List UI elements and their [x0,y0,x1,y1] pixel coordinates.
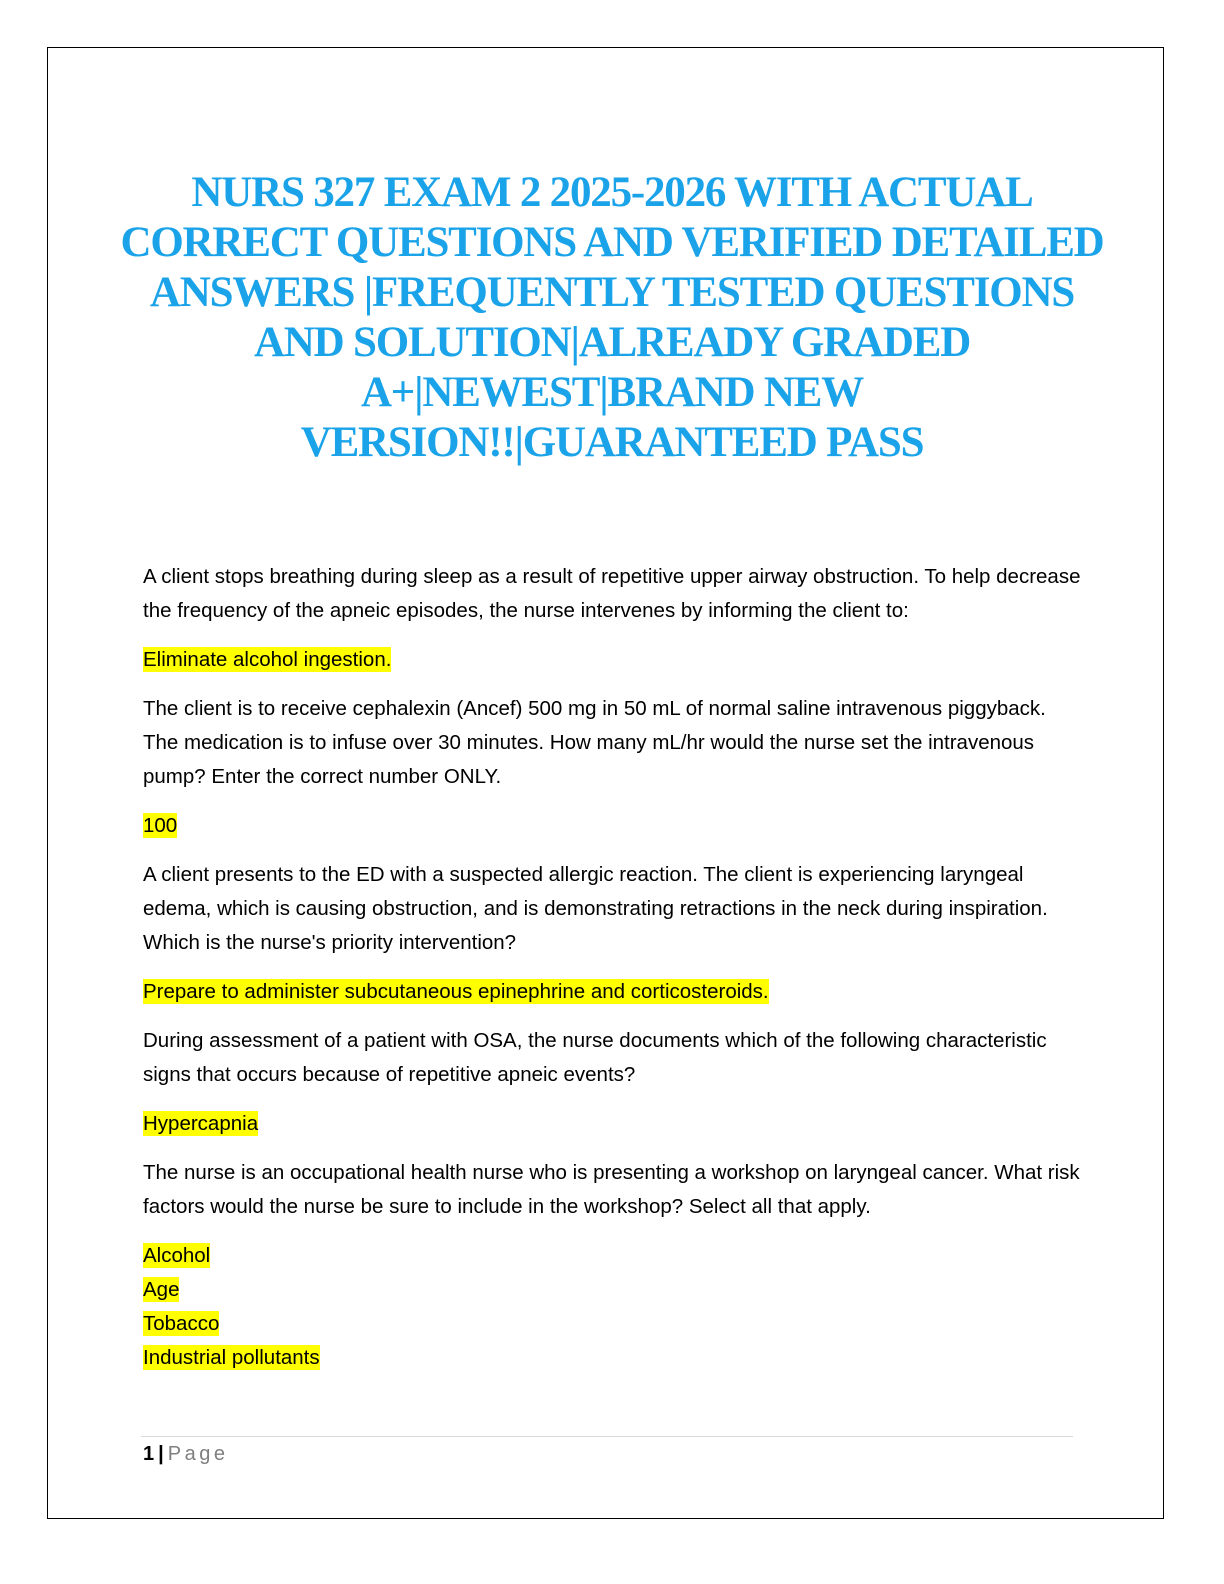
question-text: A client presents to the ED with a suspe… [143,863,1048,954]
answer-highlight: Hypercapnia [143,1111,259,1136]
answer-highlight: Industrial pollutants [143,1345,320,1370]
question-text: The client is to receive cephalexin (Anc… [143,697,1046,788]
document-title: NURS 327 EXAM 2 2025-2026 WITH ACTUAL CO… [120,169,1104,466]
qa-item-1: A client stops breathing during sleep as… [143,560,1083,677]
footer-separator: | [158,1443,164,1465]
qa-item-5: The nurse is an occupational health nurs… [143,1156,1083,1375]
page-border [47,47,1164,1519]
page-number: 1 [143,1443,155,1465]
answer-text: Eliminate alcohol ingestion. [143,643,1083,677]
answer-highlight: Age [143,1277,180,1302]
qa-item-4: During assessment of a patient with OSA,… [143,1024,1083,1141]
footer-divider [141,1436,1073,1437]
answer-list: Alcohol Age Tobacco Industrial pollutant… [143,1239,1083,1375]
answer-list-item: Tobacco [143,1307,1083,1341]
question-text: The nurse is an occupational health nurs… [143,1161,1080,1218]
question-text: A client stops breathing during sleep as… [143,565,1081,622]
answer-text: Prepare to administer subcutaneous epine… [143,975,1083,1009]
answer-highlight: Alcohol [143,1243,211,1268]
answer-highlight: Eliminate alcohol ingestion. [143,647,392,672]
question-text: During assessment of a patient with OSA,… [143,1029,1047,1086]
qa-item-2: The client is to receive cephalexin (Anc… [143,692,1083,843]
answer-highlight: 100 [143,813,178,838]
answer-text: Hypercapnia [143,1107,1083,1141]
answer-highlight: Tobacco [143,1311,220,1336]
answer-text: 100 [143,809,1083,843]
document-body: A client stops breathing during sleep as… [143,560,1083,1375]
page-label: Page [167,1443,229,1465]
answer-list-item: Alcohol [143,1239,1083,1273]
answer-highlight: Prepare to administer subcutaneous epine… [143,979,769,1004]
answer-list-item: Age [143,1273,1083,1307]
page-footer: 1|Page [143,1440,228,1468]
answer-list-item: Industrial pollutants [143,1341,1083,1375]
qa-item-3: A client presents to the ED with a suspe… [143,858,1083,1009]
